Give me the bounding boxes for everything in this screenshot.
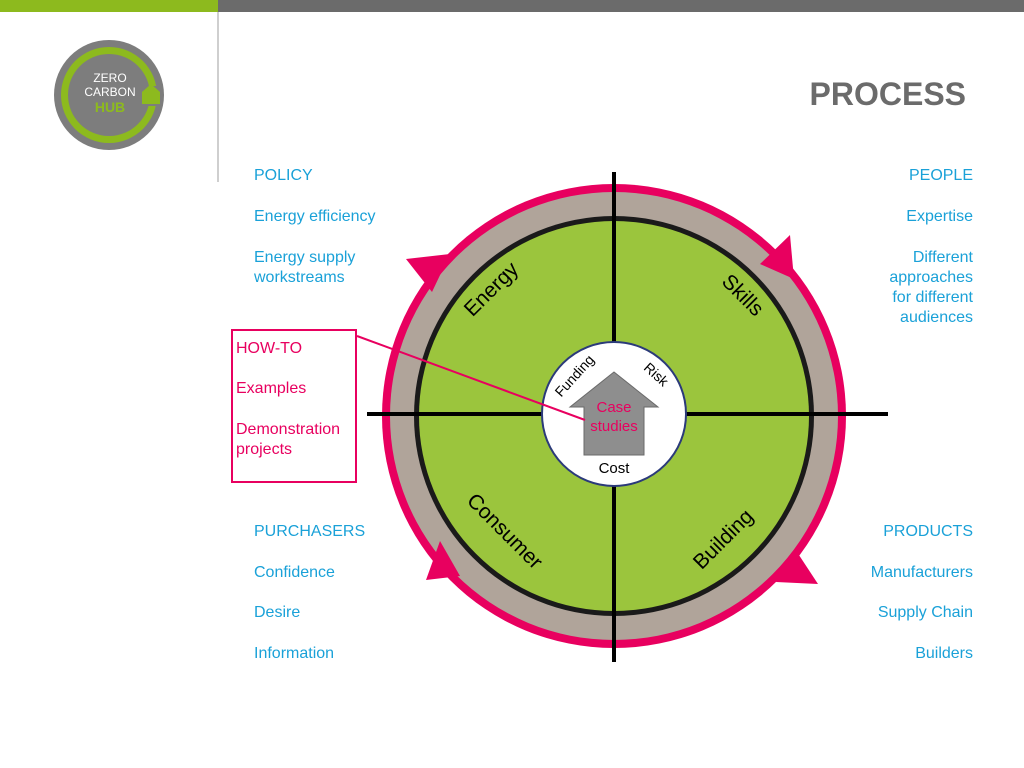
howto-connector-line <box>356 335 586 421</box>
svg-text:HUB: HUB <box>95 99 125 115</box>
howto-box <box>231 329 357 483</box>
purchasers-item: Desire <box>254 604 301 621</box>
arrow-top-right <box>760 235 794 279</box>
products-heading: PRODUCTS <box>883 523 973 540</box>
arrow-bottom-right <box>776 549 818 584</box>
people-heading: PEOPLE <box>908 167 973 184</box>
products-item: Builders <box>915 645 973 662</box>
case-label: Case <box>596 399 631 416</box>
page-title: PROCESS <box>809 76 966 112</box>
purchasers-item: Confidence <box>254 564 335 581</box>
header-divider <box>217 12 219 182</box>
top-bar-green <box>0 0 218 12</box>
purchasers-item: Information <box>254 645 335 662</box>
case-studies-house <box>568 371 660 456</box>
cost-label: Cost <box>599 460 631 477</box>
policy-item: Energy supply workstreams <box>254 249 356 286</box>
howto-item: Examples <box>236 380 307 397</box>
people-item: Different approaches for different audie… <box>889 249 973 326</box>
studies-label: studies <box>590 418 638 435</box>
svg-text:ZERO: ZERO <box>93 71 126 85</box>
howto-heading: HOW-TO <box>236 340 303 357</box>
policy-heading: POLICY <box>254 167 313 184</box>
policy-item: Energy efficiency <box>254 208 376 225</box>
products-item: Supply Chain <box>877 604 973 621</box>
zero-carbon-hub-logo: ZERO CARBON HUB <box>54 40 164 150</box>
products-item: Manufacturers <box>870 564 973 581</box>
howto-item: Demonstration projects <box>236 421 341 458</box>
arrow-bottom-left <box>426 541 460 580</box>
arrow-top-left <box>406 254 450 292</box>
purchasers-heading: PURCHASERS <box>254 523 366 540</box>
top-bar-grey <box>218 0 1024 12</box>
people-item: Expertise <box>906 208 973 225</box>
svg-text:CARBON: CARBON <box>84 85 135 99</box>
